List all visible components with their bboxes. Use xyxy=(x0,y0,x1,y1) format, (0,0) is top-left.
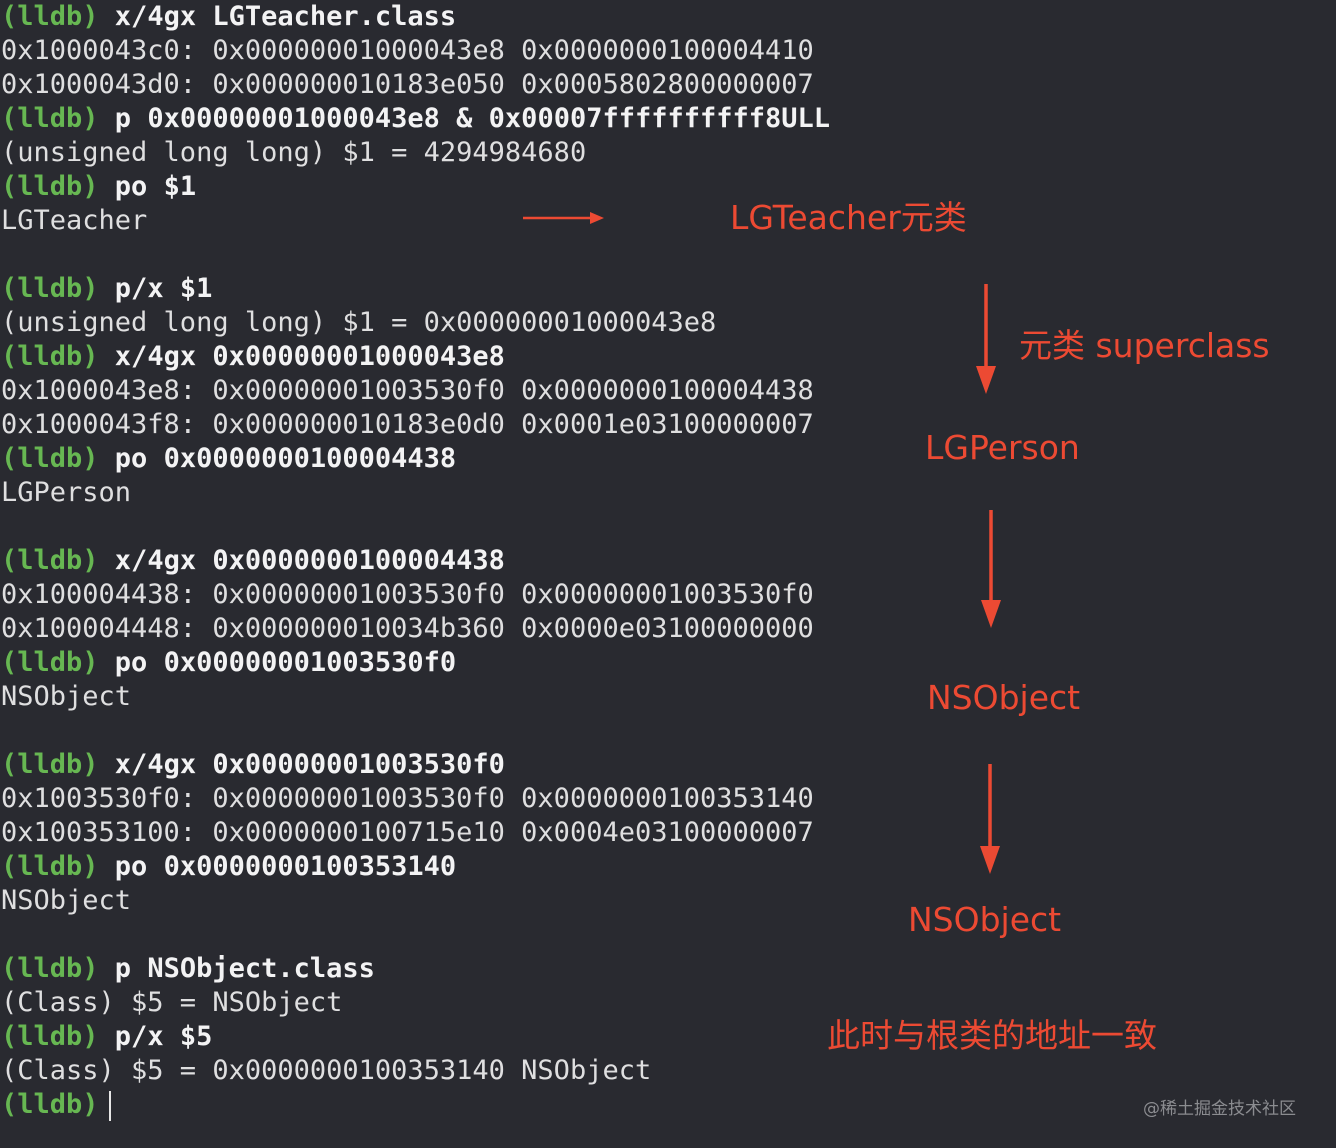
lldb-prompt: (lldb) xyxy=(1,1089,99,1120)
annotation-root-address-same: 此时与根类的地址一致 xyxy=(827,1016,1157,1055)
lldb-prompt: (lldb) xyxy=(1,647,99,678)
terminal-command-line: (lldb) po 0x0000000100353140 xyxy=(1,850,456,884)
terminal-command-line: (lldb) p/x $1 xyxy=(1,272,212,306)
terminal-output-line: NSObject xyxy=(1,884,131,918)
terminal-output-line: 0x1000043c0: 0x00000001000043e8 0x000000… xyxy=(1,34,814,68)
terminal-output-line: (Class) $5 = 0x0000000100353140 NSObject xyxy=(1,1054,651,1088)
arrow-down-icon xyxy=(976,284,996,394)
terminal-output-line: LGTeacher xyxy=(1,204,147,238)
lldb-prompt: (lldb) xyxy=(1,341,99,372)
command-text: x/4gx LGTeacher.class xyxy=(98,1,457,32)
annotation-lgteacher-metaclass: LGTeacher元类 xyxy=(730,198,967,237)
annotation-nsobject-2: NSObject xyxy=(908,900,1062,939)
command-text: x/4gx 0x00000001003530f0 xyxy=(98,749,505,780)
command-text: x/4gx 0x0000000100004438 xyxy=(98,545,505,576)
arrow-right-icon xyxy=(523,212,604,224)
terminal-output-line: 0x1000043e8: 0x00000001003530f0 0x000000… xyxy=(1,374,814,408)
terminal-output-line: 0x100004448: 0x000000010034b360 0x0000e0… xyxy=(1,612,814,646)
terminal-command-line: (lldb) x/4gx 0x00000001003530f0 xyxy=(1,748,505,782)
terminal-output-line: 0x1000043f8: 0x000000010183e0d0 0x0001e0… xyxy=(1,408,814,442)
terminal-command-line: (lldb) x/4gx 0x0000000100004438 xyxy=(1,544,505,578)
text-cursor[interactable] xyxy=(108,1090,111,1121)
lldb-prompt: (lldb) xyxy=(1,749,99,780)
output-text: 0x1000043e8: 0x00000001003530f0 0x000000… xyxy=(1,375,814,406)
lldb-prompt: (lldb) xyxy=(1,953,99,984)
output-text: 0x100353100: 0x0000000100715e10 0x0004e0… xyxy=(1,817,814,848)
terminal-output-line: 0x100353100: 0x0000000100715e10 0x0004e0… xyxy=(1,816,814,850)
arrow-down-icon xyxy=(981,510,1001,628)
output-text: 0x1000043d0: 0x000000010183e050 0x000580… xyxy=(1,69,814,100)
terminal-input-line[interactable]: (lldb) xyxy=(1,1088,111,1122)
output-text: (Class) $5 = NSObject xyxy=(1,987,343,1018)
output-text: 0x1000043f8: 0x000000010183e0d0 0x0001e0… xyxy=(1,409,814,440)
terminal-command-line: (lldb) po 0x00000001003530f0 xyxy=(1,646,456,680)
terminal-command-line: (lldb) x/4gx LGTeacher.class xyxy=(1,0,456,34)
command-text: x/4gx 0x00000001000043e8 xyxy=(98,341,505,372)
command-text: po 0x0000000100004438 xyxy=(98,443,457,474)
terminal-command-line: (lldb) p NSObject.class xyxy=(1,952,375,986)
annotation-metaclass-superclass: 元类 superclass xyxy=(1019,326,1270,365)
command-text: p 0x00000001000043e8 & 0x00007ffffffffff… xyxy=(98,103,831,134)
lldb-prompt: (lldb) xyxy=(1,1021,99,1052)
annotation-lgperson: LGPerson xyxy=(925,428,1080,467)
lldb-prompt: (lldb) xyxy=(1,171,99,202)
output-text: 0x1000043c0: 0x00000001000043e8 0x000000… xyxy=(1,35,814,66)
output-text: (unsigned long long) $1 = 4294984680 xyxy=(1,137,587,168)
terminal-output-line: (unsigned long long) $1 = 4294984680 xyxy=(1,136,586,170)
lldb-prompt: (lldb) xyxy=(1,851,99,882)
terminal-command-line: (lldb) po 0x0000000100004438 xyxy=(1,442,456,476)
lldb-prompt: (lldb) xyxy=(1,545,99,576)
annotation-nsobject-1: NSObject xyxy=(927,678,1081,717)
output-text: LGPerson xyxy=(1,477,132,508)
terminal-output-line: LGPerson xyxy=(1,476,131,510)
lldb-prompt: (lldb) xyxy=(1,443,99,474)
command-text: po $1 xyxy=(98,171,197,202)
terminal-output-line: 0x1003530f0: 0x00000001003530f0 0x000000… xyxy=(1,782,814,816)
lldb-prompt: (lldb) xyxy=(1,1,99,32)
terminal-output-line: NSObject xyxy=(1,680,131,714)
terminal-command-line: (lldb) p 0x00000001000043e8 & 0x00007fff… xyxy=(1,102,830,136)
command-text: p/x $5 xyxy=(98,1021,213,1052)
arrow-down-icon xyxy=(980,764,1000,874)
terminal-output-line: (unsigned long long) $1 = 0x000000010000… xyxy=(1,306,716,340)
output-text: NSObject xyxy=(1,681,132,712)
command-text: po 0x00000001003530f0 xyxy=(98,647,457,678)
output-text: (Class) $5 = 0x0000000100353140 NSObject xyxy=(1,1055,652,1086)
output-text: 0x100004438: 0x00000001003530f0 0x000000… xyxy=(1,579,814,610)
output-text: 0x1003530f0: 0x00000001003530f0 0x000000… xyxy=(1,783,814,814)
output-text: NSObject xyxy=(1,885,132,916)
terminal-output-line: 0x1000043d0: 0x000000010183e050 0x000580… xyxy=(1,68,814,102)
lldb-prompt: (lldb) xyxy=(1,103,99,134)
terminal-output-line: 0x100004438: 0x00000001003530f0 0x000000… xyxy=(1,578,814,612)
terminal-command-line: (lldb) po $1 xyxy=(1,170,196,204)
lldb-prompt: (lldb) xyxy=(1,273,99,304)
terminal-output-line: (Class) $5 = NSObject xyxy=(1,986,342,1020)
command-text: p/x $1 xyxy=(98,273,213,304)
output-text: 0x100004448: 0x000000010034b360 0x0000e0… xyxy=(1,613,814,644)
command-text: po 0x0000000100353140 xyxy=(98,851,457,882)
output-text: (unsigned long long) $1 = 0x000000010000… xyxy=(1,307,717,338)
terminal-command-line: (lldb) x/4gx 0x00000001000043e8 xyxy=(1,340,505,374)
output-text: LGTeacher xyxy=(1,205,148,236)
terminal-command-line: (lldb) p/x $5 xyxy=(1,1020,212,1054)
command-text: p NSObject.class xyxy=(98,953,375,984)
watermark: @稀土掘金技术社区 xyxy=(1143,1099,1296,1119)
